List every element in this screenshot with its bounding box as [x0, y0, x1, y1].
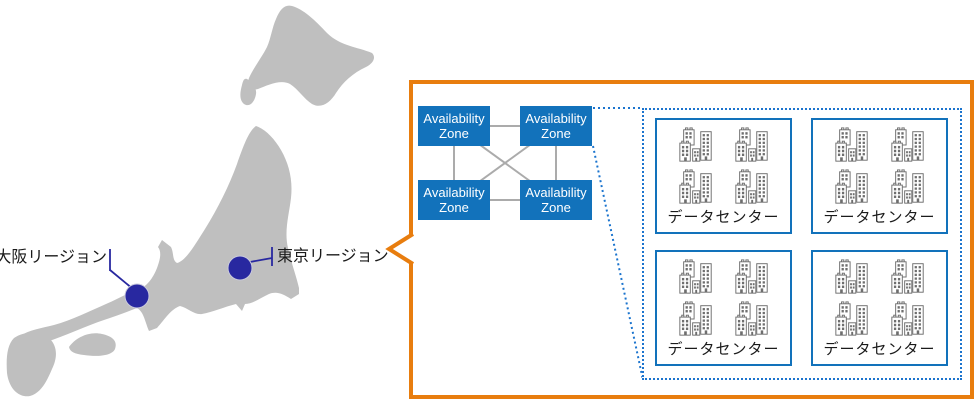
availability-zone-box-1: Availability Zone	[418, 106, 490, 146]
building-grid	[833, 258, 927, 338]
callout-notch	[385, 232, 415, 266]
region-marker-osaka	[124, 283, 150, 309]
building-cluster-icon	[889, 126, 927, 164]
region-label-osaka: 大阪リージョン	[0, 249, 107, 266]
building-cluster-icon	[733, 126, 771, 164]
building-cluster-icon	[733, 258, 771, 296]
datacenter-box-3: データセンター	[655, 250, 792, 366]
building-grid	[833, 126, 927, 206]
datacenter-box-4: データセンター	[811, 250, 948, 366]
availability-zone-box-4: Availability Zone	[520, 180, 592, 220]
leader-line-osaka	[109, 249, 134, 290]
hokkaido-shape	[248, 5, 374, 106]
datacenter-box-1: データセンター	[655, 118, 792, 234]
honshu-shape	[20, 126, 299, 346]
leader-line-tokyo	[249, 247, 273, 266]
building-cluster-icon	[889, 168, 927, 206]
building-cluster-icon	[677, 300, 715, 338]
datacenter-label: データセンター	[823, 341, 936, 358]
shikoku-shape	[69, 333, 116, 356]
datacenter-box-2: データセンター	[811, 118, 948, 234]
region-label-tokyo: 東京リージョン	[277, 248, 389, 265]
japan-map	[6, 5, 374, 397]
datacenter-label: データセンター	[667, 209, 780, 226]
building-cluster-icon	[833, 126, 871, 164]
kyushu-shape	[6, 332, 56, 397]
region-marker-tokyo	[227, 255, 253, 281]
building-cluster-icon	[889, 258, 927, 296]
zoom-line-bottom	[592, 145, 644, 381]
building-cluster-icon	[677, 258, 715, 296]
oshima-shape	[240, 78, 257, 106]
building-cluster-icon	[677, 168, 715, 206]
building-cluster-icon	[833, 258, 871, 296]
availability-zone-box-3: Availability Zone	[418, 180, 490, 220]
building-cluster-icon	[733, 300, 771, 338]
building-grid	[677, 258, 771, 338]
building-cluster-icon	[833, 300, 871, 338]
building-cluster-icon	[833, 168, 871, 206]
datacenter-label: データセンター	[823, 209, 936, 226]
building-cluster-icon	[889, 300, 927, 338]
building-cluster-icon	[733, 168, 771, 206]
building-cluster-icon	[677, 126, 715, 164]
building-grid	[677, 126, 771, 206]
zoom-connector-lines	[592, 107, 644, 381]
datacenter-label: データセンター	[667, 341, 780, 358]
availability-zone-box-2: Availability Zone	[520, 106, 592, 146]
